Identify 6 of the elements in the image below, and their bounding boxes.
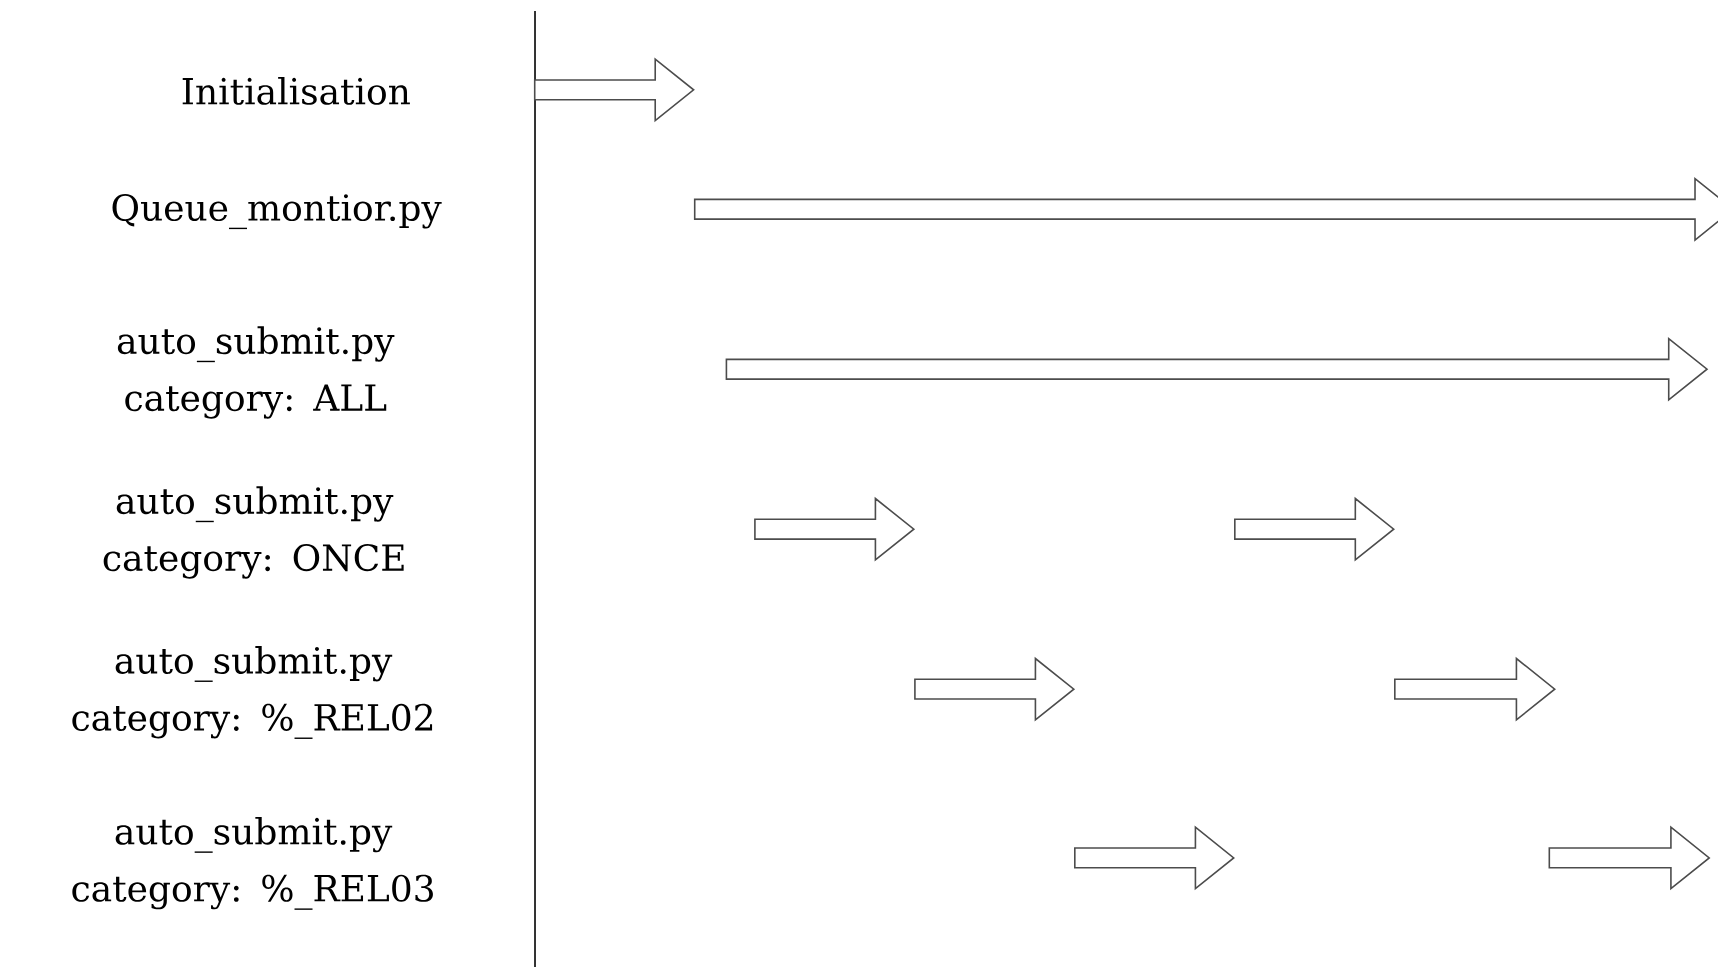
row-label: Queue_montior.py bbox=[112, 193, 442, 230]
row-label: auto_submit.py category: %_REL02 bbox=[72, 646, 433, 739]
row-label: auto_submit.py category: %_REL03 bbox=[72, 817, 433, 910]
row-label: auto_submit.py category: ONCE bbox=[103, 486, 404, 579]
row-label: Initialisation bbox=[182, 76, 410, 105]
row-label: auto_submit.py category: ALL bbox=[117, 326, 395, 419]
